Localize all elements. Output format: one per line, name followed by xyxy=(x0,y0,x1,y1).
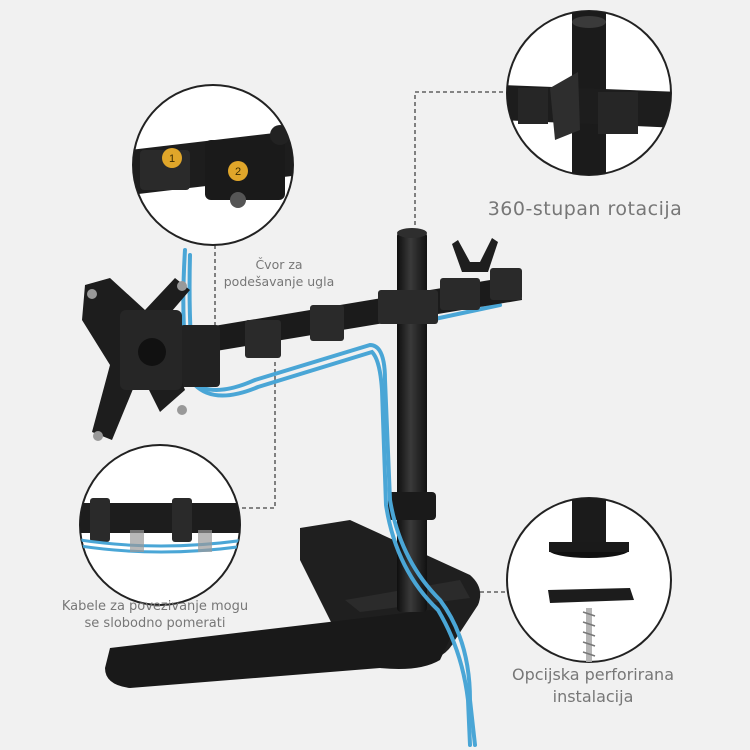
marker-1 xyxy=(162,148,182,168)
caption-rotation: 360-stupan rotacija xyxy=(470,198,700,220)
detail-rotation xyxy=(506,10,672,176)
caption-installation: Opcijska perforirana instalacija xyxy=(488,664,698,708)
detail-cable-management xyxy=(79,444,241,606)
leader-lines xyxy=(214,91,507,593)
marker-2 xyxy=(228,161,248,181)
caption-cables-line1: Kabele za povezivanje mogu xyxy=(61,599,249,614)
caption-install-line1: Opcijska perforirana xyxy=(512,665,674,684)
caption-angle-line1: Čvor za xyxy=(255,257,303,272)
marker-2-label: 2 xyxy=(235,166,241,178)
leader-rotation xyxy=(414,91,505,225)
caption-angle-line2: podešavanje ugla xyxy=(223,274,335,289)
arm-assembly xyxy=(180,238,522,387)
caption-cables-line2: se slobodno pomerati xyxy=(84,616,226,631)
caption-install-line2: instalacija xyxy=(552,687,634,706)
vesa-plate-left xyxy=(82,278,190,441)
leader-cables xyxy=(240,362,276,509)
detail-installation xyxy=(506,497,672,663)
caption-cables: Kabele za povezivanje mogu se slobodno p… xyxy=(50,598,260,632)
marker-1-label: 1 xyxy=(169,153,175,165)
caption-angle-knob: Čvor za podešavanje ugla xyxy=(214,256,344,290)
detail-angle-knobs: 1 2 xyxy=(132,84,294,246)
caption-rotation-line1: 360-stupan rotacija xyxy=(487,198,683,220)
